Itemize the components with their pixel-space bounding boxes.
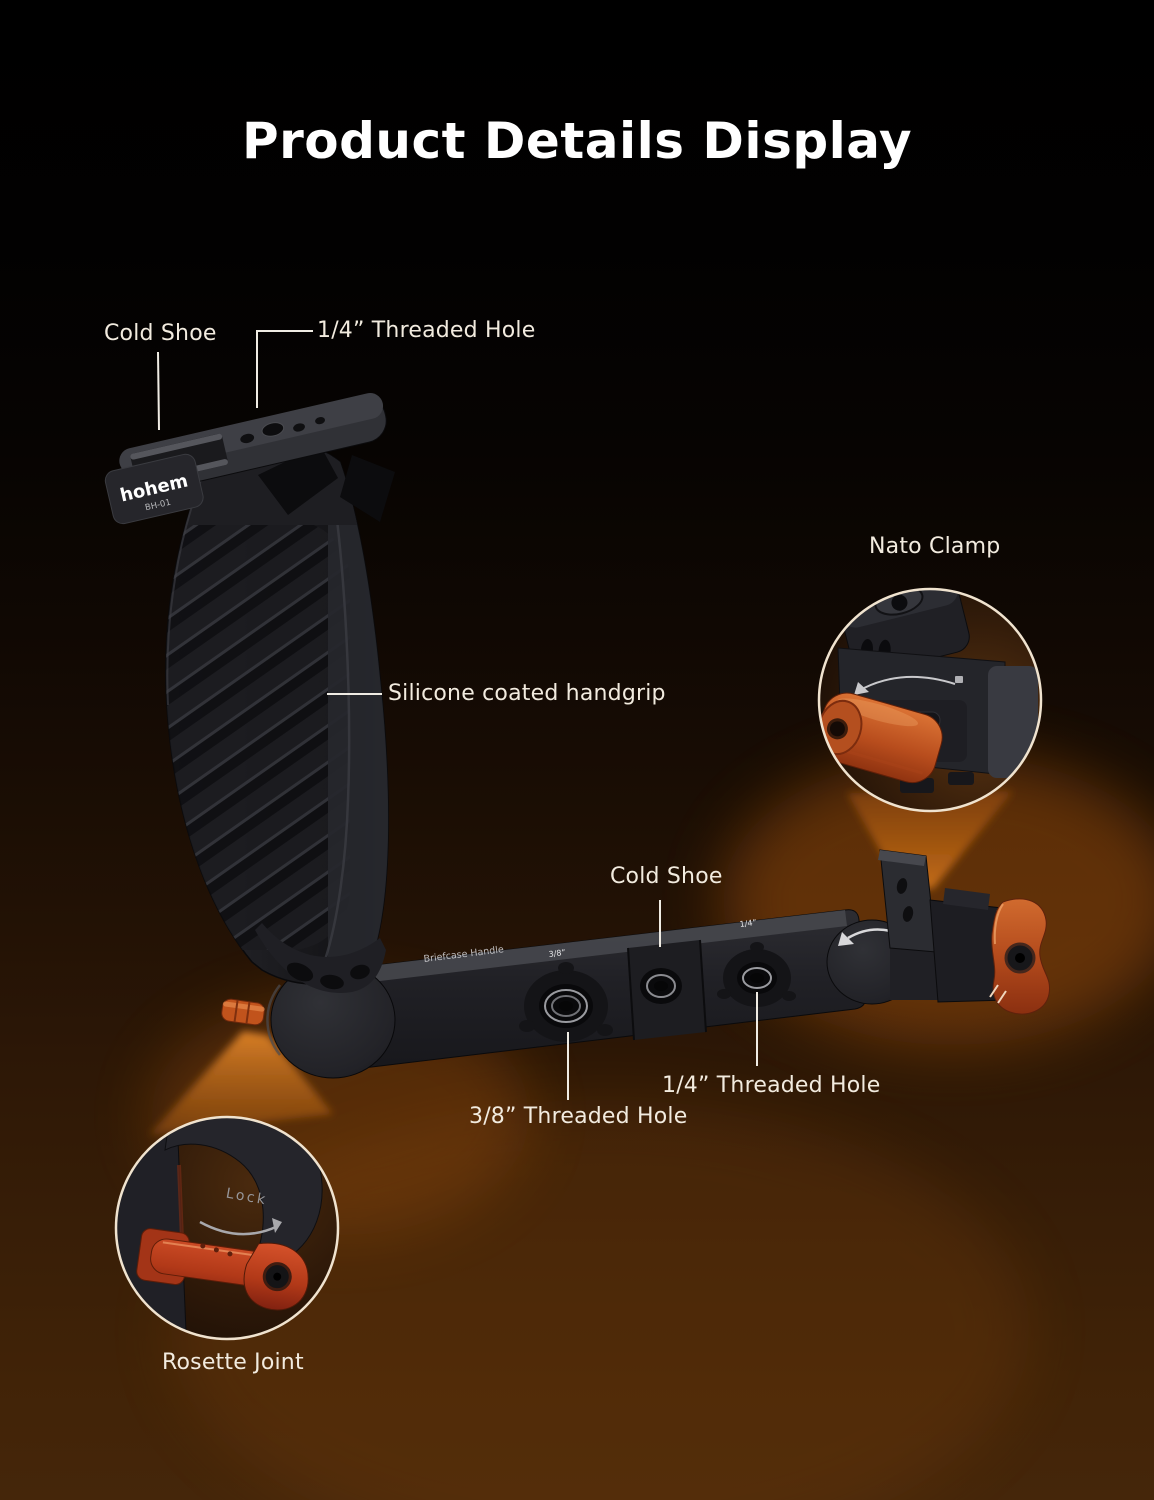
magnified-orange-knob	[819, 692, 943, 784]
callout-three-eighth-hole: 3/8” Threaded Hole	[469, 1104, 688, 1129]
grip-texture	[165, 442, 389, 980]
three-eighth-mark-engraving: 3/8”	[548, 948, 566, 959]
handle-grip	[165, 441, 395, 985]
callout-quarter-hole-top: 1/4” Threaded Hole	[317, 318, 536, 343]
rosette-magnifier: Lock	[114, 1115, 340, 1341]
callout-rosette-joint: Rosette Joint	[162, 1350, 304, 1375]
page-title: Product Details Display	[241, 112, 913, 170]
quarter-mark-engraving: 1/4”	[739, 918, 757, 929]
nato-clamp-magnifier	[817, 587, 1043, 813]
callout-nato-clamp: Nato Clamp	[869, 534, 1001, 559]
handle-neck-cutout-left	[258, 445, 338, 515]
grip-fork	[255, 923, 386, 993]
extension-arm: Briefcase Handle 3/8” 1/4”	[316, 909, 867, 1073]
magnified-red-lever	[136, 1228, 309, 1311]
quarter-threaded-hole	[717, 942, 796, 1007]
nato-rail	[878, 849, 937, 953]
callout-handgrip: Silicone coated handgrip	[388, 681, 666, 706]
leader-cold-shoe-top	[157, 351, 160, 431]
cold-shoe-mid-hole	[640, 968, 682, 1004]
handle-neck-cutout-right	[340, 455, 395, 522]
rosette-magnifier-border	[114, 1115, 340, 1341]
rosette-joint-main	[266, 961, 396, 1079]
callout-quarter-hole-bottom: 1/4” Threaded Hole	[662, 1073, 881, 1098]
lock-engraving: Lock	[225, 1186, 269, 1209]
nato-magnifier-border	[817, 587, 1043, 813]
callout-cold-shoe-mid: Cold Shoe	[610, 864, 723, 889]
leader-quarter-top	[256, 330, 313, 408]
three-eighth-threaded-hole	[519, 962, 613, 1042]
rosette-thumbscrew	[221, 998, 265, 1026]
rosette-beam	[149, 1031, 333, 1135]
arm-top-bevel	[318, 910, 847, 988]
callout-cold-shoe-top: Cold Shoe	[104, 321, 217, 346]
clamp-lever	[989, 898, 1051, 1015]
brand-plate: hohem BH-01	[104, 453, 204, 525]
